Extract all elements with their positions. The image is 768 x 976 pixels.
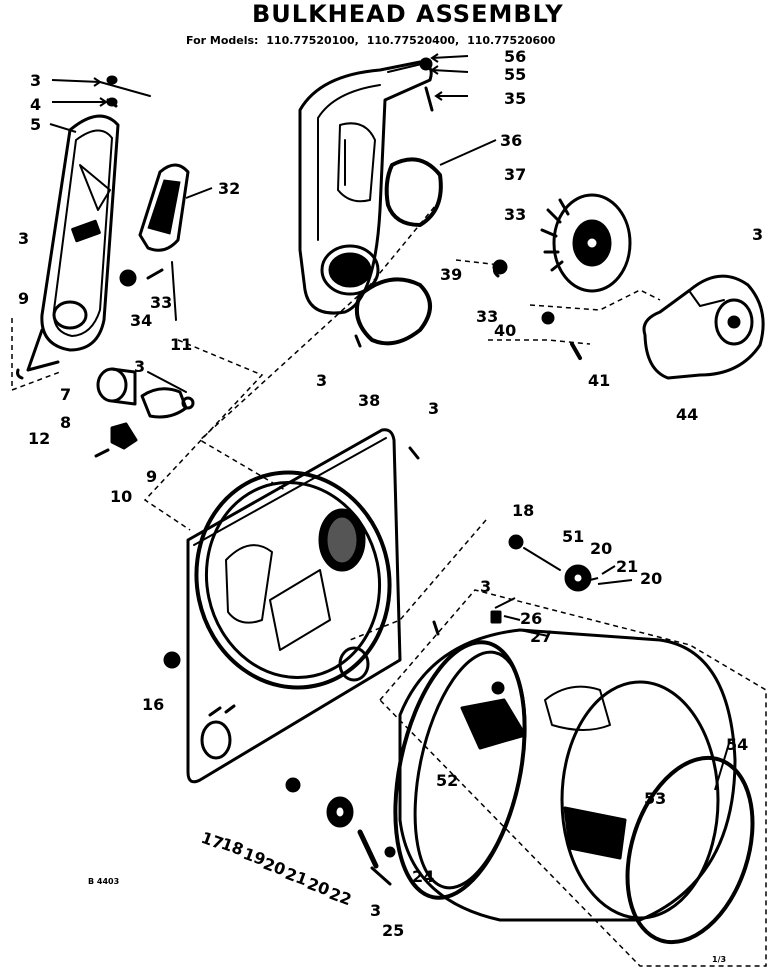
lint-screen-part bbox=[138, 163, 190, 252]
blower-impeller-part bbox=[540, 193, 632, 293]
callout-label: 33 bbox=[504, 205, 526, 224]
callout-label: 3 bbox=[134, 357, 145, 376]
model-prefix: For Models: bbox=[186, 34, 259, 47]
diagram-title: BULKHEAD ASSEMBLY bbox=[252, 0, 564, 28]
callout-label: 41 bbox=[588, 371, 610, 390]
model-list: For Models: 110.77520100, 110.77520400, … bbox=[186, 34, 559, 47]
drum-seal-part-54 bbox=[625, 755, 755, 945]
callout-label: 3 bbox=[370, 901, 381, 920]
callout-label: 9 bbox=[18, 289, 29, 308]
callout-label: 4 bbox=[30, 95, 41, 114]
callout-label: 20 bbox=[590, 539, 612, 558]
callout-label: 32 bbox=[218, 179, 240, 198]
callout-label: 52 bbox=[436, 771, 458, 790]
callout-label: 26 bbox=[520, 609, 542, 628]
leader-lines bbox=[11, 199, 767, 967]
callout-label: 24 bbox=[412, 867, 434, 886]
callout-label: 8 bbox=[60, 413, 71, 432]
seal-part-36 bbox=[384, 157, 443, 227]
callout-label: 9 bbox=[146, 467, 157, 486]
callout-label: 51 bbox=[562, 527, 584, 546]
callout-label: 10 bbox=[110, 487, 132, 506]
callout-label: 11 bbox=[170, 335, 192, 354]
callout-label: 7 bbox=[60, 385, 71, 404]
blower-housing-part bbox=[642, 274, 765, 380]
model-number: 110.77520400, bbox=[366, 34, 460, 47]
callout-label: 44 bbox=[676, 405, 698, 424]
roller-assembly-upper bbox=[508, 534, 592, 592]
callout-label: 54 bbox=[726, 735, 748, 754]
callout-label: 37 bbox=[504, 165, 526, 184]
callout-label: 25 bbox=[382, 921, 404, 940]
callout-label: 55 bbox=[504, 65, 526, 84]
seal-part-38 bbox=[355, 277, 432, 346]
bulkhead-panel-part bbox=[186, 428, 402, 784]
callout-label: 22 bbox=[327, 884, 354, 909]
callout-label: 16 bbox=[142, 695, 164, 714]
callout-label: 33 bbox=[476, 307, 498, 326]
callout-label: 3 bbox=[30, 71, 41, 90]
fastener-part-34 bbox=[119, 269, 137, 287]
lint-duct-part bbox=[26, 114, 120, 372]
drawing-code: B 4403 bbox=[88, 877, 119, 886]
callout-label: 27 bbox=[530, 627, 552, 646]
callout-label: 38 bbox=[358, 391, 380, 410]
callout-label: 40 bbox=[494, 321, 516, 340]
callout-label: 3 bbox=[480, 577, 491, 596]
callout-label: 35 bbox=[504, 89, 526, 108]
callout-label: 56 bbox=[504, 47, 526, 66]
callout-label: 3 bbox=[316, 371, 327, 390]
callout-label: 3 bbox=[18, 229, 29, 248]
model-number: 110.77520600 bbox=[467, 34, 556, 47]
callout-label: 18 bbox=[512, 501, 534, 520]
callout-label: 36 bbox=[500, 131, 522, 150]
model-number: 110.77520100, bbox=[266, 34, 359, 47]
callout-label: 12 bbox=[28, 429, 50, 448]
callout-label: 5 bbox=[30, 115, 41, 134]
screw-part-33 bbox=[146, 268, 164, 280]
callout-label: 39 bbox=[440, 265, 462, 284]
sensor-parts bbox=[94, 367, 195, 458]
callout-label: 53 bbox=[644, 789, 666, 808]
callout-label: 20 bbox=[640, 569, 662, 588]
page-reference: 1/3 bbox=[712, 955, 726, 964]
callout-label: 34 bbox=[130, 311, 152, 330]
callout-label: 3 bbox=[752, 225, 763, 244]
arrows bbox=[49, 53, 731, 791]
callout-label: 21 bbox=[616, 557, 638, 576]
blower-duct-part bbox=[298, 57, 434, 315]
callout-label: 33 bbox=[150, 293, 172, 312]
roller-assembly-lower bbox=[285, 777, 396, 886]
callout-label: 3 bbox=[428, 399, 439, 418]
